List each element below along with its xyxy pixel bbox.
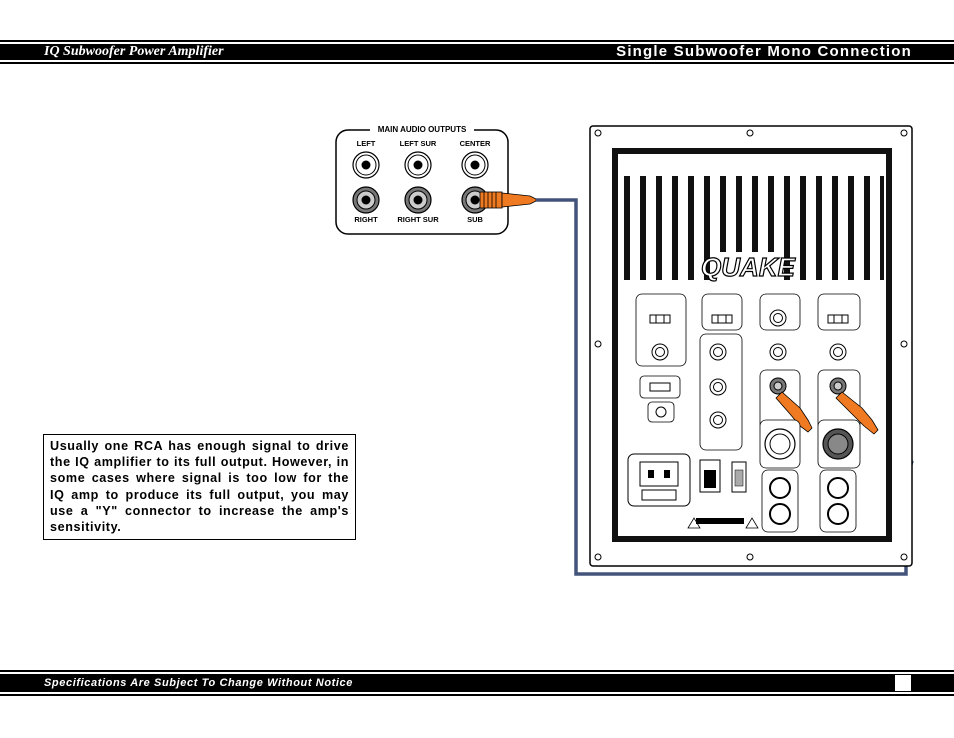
brand-logo: QUAKE — [701, 252, 796, 282]
header-product-title: IQ Subwoofer Power Amplifier — [44, 44, 224, 59]
jack-right-sur — [404, 186, 432, 214]
label-sub: SUB — [467, 215, 483, 224]
label-right: RIGHT — [354, 215, 378, 224]
header-page-title: Single Subwoofer Mono Connection — [616, 43, 912, 60]
page-number-box — [895, 675, 911, 691]
rca-plug-sub — [479, 191, 537, 209]
jack-center — [461, 151, 489, 179]
label-left: LEFT — [357, 139, 376, 148]
header-bar: IQ Subwoofer Power Amplifier Single Subw… — [0, 40, 954, 64]
footer-bar: Specifications Are Subject To Change Wit… — [0, 670, 954, 696]
heatsink-fins — [624, 176, 884, 282]
jack-right — [352, 186, 380, 214]
jack-left — [352, 151, 380, 179]
rca-plug-amp-2 — [835, 391, 879, 435]
label-right-sur: RIGHT SUR — [397, 215, 439, 224]
amplifier-plate: QUAKE — [589, 125, 913, 567]
label-center: CENTER — [460, 139, 491, 148]
footer-notice: Specifications Are Subject To Change Wit… — [44, 677, 353, 689]
sensitivity-note: Usually one RCA has enough signal to dri… — [43, 434, 356, 540]
label-left-sur: LEFT SUR — [400, 139, 437, 148]
jack-left-sur — [404, 151, 432, 179]
receiver-panel-title: MAIN AUDIO OUTPUTS — [378, 125, 467, 134]
rca-plug-amp-1 — [775, 391, 813, 433]
receiver-output-panel: MAIN AUDIO OUTPUTS LEFT LEFT SUR CENTER … — [335, 124, 537, 235]
